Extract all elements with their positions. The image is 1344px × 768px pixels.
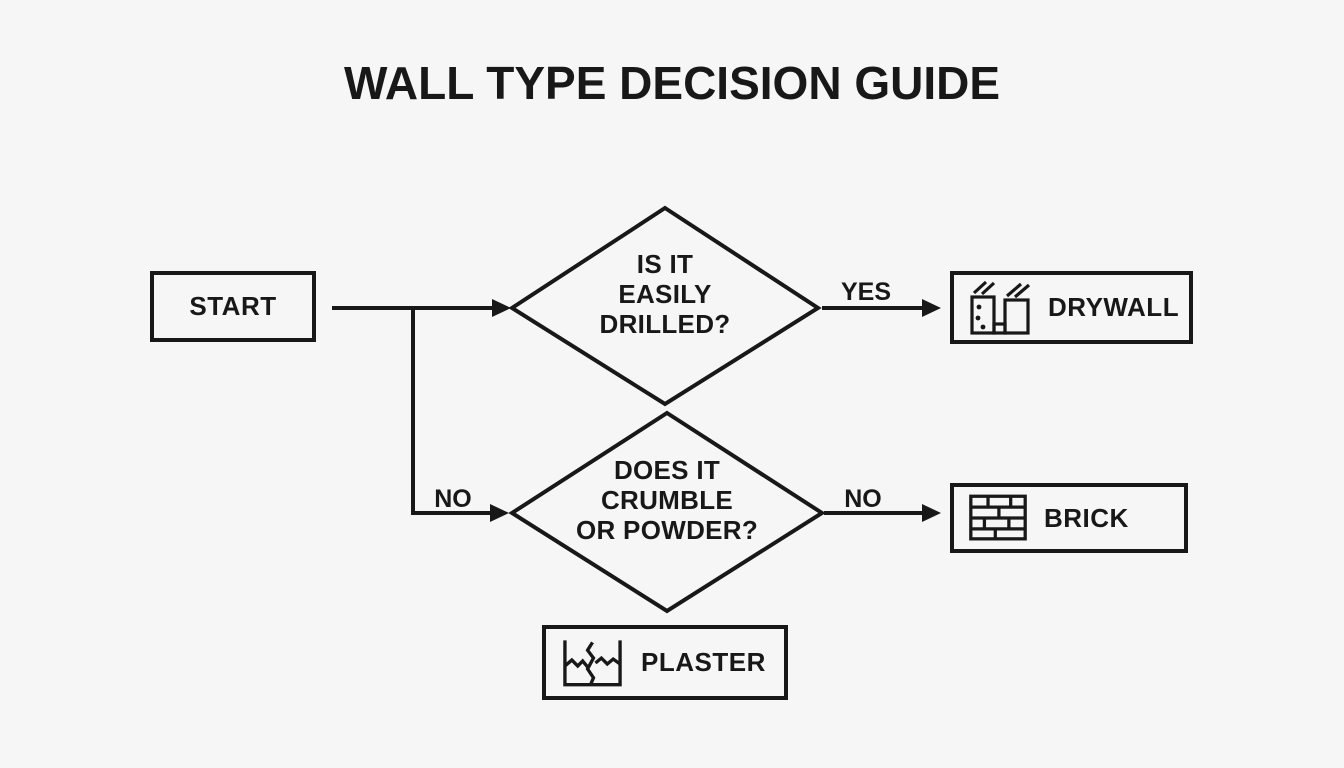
brick-label: BRICK bbox=[1044, 502, 1129, 533]
decision2-diamond bbox=[508, 410, 826, 614]
page-title: WALL TYPE DECISION GUIDE bbox=[344, 57, 1000, 109]
decision1-text: IS IT EASILY DRILLED? bbox=[599, 249, 731, 339]
start-node: START bbox=[150, 271, 316, 342]
decision1-diamond bbox=[508, 205, 822, 407]
edge-start-to-decision1 bbox=[332, 299, 511, 317]
brick-node: BRICK bbox=[950, 483, 1188, 553]
drywall-label: DRYWALL bbox=[1048, 292, 1180, 322]
edge-no-branch-to-decision2 bbox=[411, 310, 509, 522]
drywall-icon bbox=[970, 280, 1031, 335]
edge-label-no-right: NO bbox=[844, 485, 882, 513]
plaster-label: PLASTER bbox=[641, 647, 766, 677]
brick-icon bbox=[969, 494, 1027, 541]
start-label: START bbox=[189, 291, 277, 321]
plaster-node: PLASTER bbox=[542, 625, 788, 700]
edge-decision1-to-drywall bbox=[822, 299, 941, 317]
decision2-text: DOES IT CRUMBLE OR POWDER? bbox=[575, 455, 759, 545]
edge-label-yes: YES bbox=[840, 278, 892, 306]
drywall-node: DRYWALL bbox=[950, 271, 1193, 344]
plaster-icon bbox=[563, 639, 622, 686]
edge-label-no-branch: NO bbox=[434, 485, 472, 513]
edge-decision2-to-brick bbox=[824, 504, 941, 522]
